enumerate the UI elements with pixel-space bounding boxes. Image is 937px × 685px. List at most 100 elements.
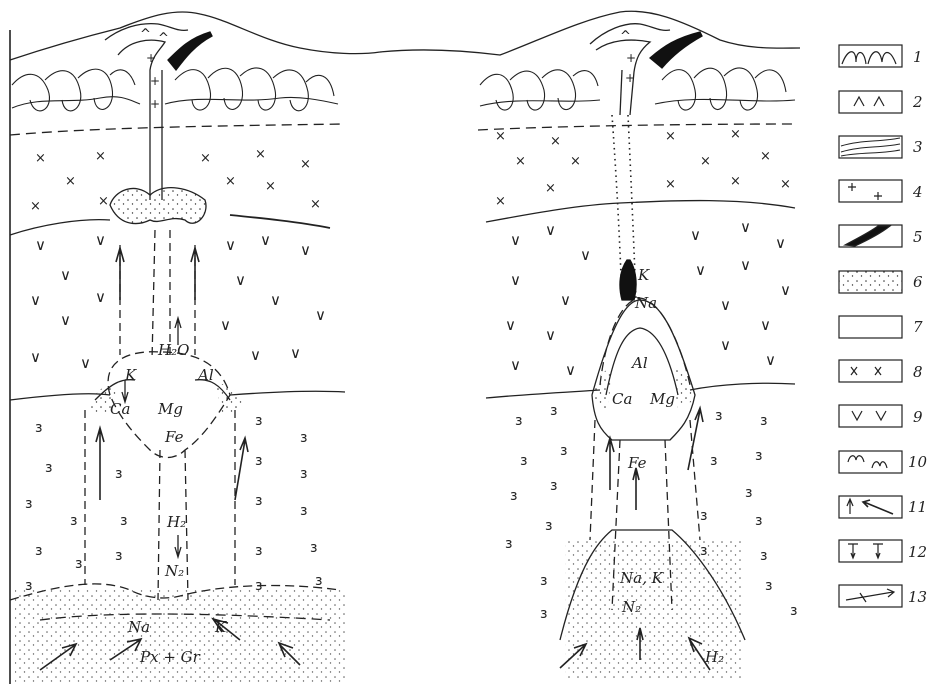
legend-number-7: 7 — [913, 318, 923, 336]
legend-item-12 — [839, 540, 902, 562]
svg-text:×: × — [225, 174, 236, 189]
svg-text:ɜ: ɜ — [765, 578, 772, 594]
legend-number-10: 10 — [908, 453, 928, 471]
legend-number-12: 12 — [908, 543, 927, 561]
legend-number-4: 4 — [912, 183, 923, 201]
svg-text:∨: ∨ — [95, 231, 106, 249]
legend-number-6: 6 — [913, 273, 923, 291]
legend-number-8: 8 — [913, 363, 923, 381]
svg-text:∨: ∨ — [565, 361, 576, 379]
svg-text:ɜ: ɜ — [540, 573, 547, 589]
svg-text:ɜ: ɜ — [510, 488, 517, 504]
label-al: Al — [630, 354, 648, 372]
svg-text:∨: ∨ — [270, 291, 281, 309]
svg-text:+: + — [150, 74, 160, 88]
label-ca: Ca — [612, 390, 632, 408]
svg-text:∨: ∨ — [235, 271, 246, 289]
svg-text:ɜ: ɜ — [35, 543, 42, 559]
svg-text:ɜ: ɜ — [25, 496, 32, 512]
svg-text:∨: ∨ — [545, 326, 556, 344]
svg-text:∨: ∨ — [545, 221, 556, 239]
svg-text:ɜ: ɜ — [550, 478, 557, 494]
svg-text:∨: ∨ — [765, 351, 776, 369]
legend-item-1 — [839, 45, 902, 67]
legend-number-13: 13 — [908, 588, 927, 606]
svg-text:ɜ: ɜ — [745, 485, 752, 501]
svg-text:∨: ∨ — [695, 261, 706, 279]
svg-text:ɜ: ɜ — [560, 443, 567, 459]
svg-text:∨: ∨ — [225, 236, 236, 254]
svg-text:ɜ: ɜ — [70, 513, 77, 529]
label-n2: N₂ — [621, 598, 641, 616]
zone-9-symbols: ∨∨ ∨∨ ∨∨ ∨∨ ∨∨ ∨∨ ∨∨ ∨∨ ∨ ∨∨ ∨∨ ∨∨ ∨∨ ∨ … — [30, 218, 791, 379]
legend-number-2: 2 — [912, 93, 923, 111]
svg-text:+: + — [626, 51, 636, 65]
legend-item-4 — [839, 180, 902, 202]
svg-text:∨: ∨ — [760, 316, 771, 334]
svg-text:×: × — [300, 157, 311, 172]
svg-text:∨: ∨ — [80, 354, 91, 372]
svg-text:∨: ∨ — [290, 344, 301, 362]
left-column-section: ^ ^ + + + — [10, 12, 380, 684]
legend-item-6 — [839, 271, 902, 293]
svg-text:×: × — [98, 194, 109, 209]
svg-text:×: × — [665, 129, 676, 144]
label-na: Na — [634, 294, 657, 312]
svg-text:×: × — [200, 151, 211, 166]
svg-text:ɜ: ɜ — [45, 460, 52, 476]
svg-text:∨: ∨ — [510, 271, 521, 289]
svg-text:∨: ∨ — [720, 336, 731, 354]
label-ca: Ca — [110, 400, 130, 418]
svg-text:ɜ: ɜ — [755, 448, 762, 464]
svg-text:×: × — [730, 127, 741, 142]
svg-text:∨: ∨ — [220, 316, 231, 334]
svg-text:ɜ: ɜ — [545, 518, 552, 534]
legend-item-11 — [839, 496, 902, 518]
svg-text:∨: ∨ — [505, 316, 516, 334]
svg-text:ɜ: ɜ — [310, 540, 317, 556]
svg-text:×: × — [310, 197, 321, 212]
folded-layer-band — [480, 68, 795, 110]
legend-number-9: 9 — [913, 408, 923, 426]
svg-text:×: × — [495, 129, 506, 144]
svg-text:ɜ: ɜ — [75, 556, 82, 572]
svg-text:∨: ∨ — [510, 231, 521, 249]
svg-text:×: × — [570, 154, 581, 169]
label-k2: K — [214, 618, 227, 636]
label-na-k: Na, K — [619, 569, 664, 587]
svg-text:×: × — [550, 134, 561, 149]
svg-text:∨: ∨ — [740, 218, 751, 236]
svg-text:∨: ∨ — [60, 311, 71, 329]
svg-text:ɜ: ɜ — [520, 453, 527, 469]
svg-text:×: × — [35, 151, 46, 166]
label-fe: Fe — [627, 454, 647, 472]
svg-text:×: × — [515, 154, 526, 169]
svg-text:^: ^ — [620, 29, 631, 44]
legend: 1 2 3 4 5 6 7 8 9 10 11 12 13 — [839, 45, 928, 607]
svg-text:+: + — [150, 97, 160, 111]
svg-text:∨: ∨ — [250, 346, 261, 364]
svg-text:∨: ∨ — [60, 266, 71, 284]
svg-text:ɜ: ɜ — [300, 503, 307, 519]
legend-item-13 — [839, 585, 902, 607]
svg-text:ɜ: ɜ — [255, 543, 262, 559]
svg-text:∨: ∨ — [580, 246, 591, 264]
svg-text:×: × — [545, 181, 556, 196]
svg-text:ɜ: ɜ — [505, 536, 512, 552]
svg-text:∨: ∨ — [35, 236, 46, 254]
label-h2: H₂ — [166, 513, 186, 531]
svg-text:∨: ∨ — [95, 288, 106, 306]
svg-text:ɜ: ɜ — [760, 548, 767, 564]
svg-text:+: + — [146, 51, 156, 65]
svg-text:ɜ: ɜ — [700, 508, 707, 524]
svg-text:×: × — [760, 149, 771, 164]
legend-item-9 — [839, 405, 902, 427]
svg-text:×: × — [65, 174, 76, 189]
svg-text:ɜ: ɜ — [300, 430, 307, 446]
svg-text:∨: ∨ — [775, 234, 786, 252]
svg-text:ɜ: ɜ — [25, 578, 32, 594]
svg-text:×: × — [665, 177, 676, 192]
legend-number-11: 11 — [908, 498, 927, 516]
label-px-gr: Px + Gr — [139, 648, 201, 666]
svg-text:×: × — [265, 179, 276, 194]
